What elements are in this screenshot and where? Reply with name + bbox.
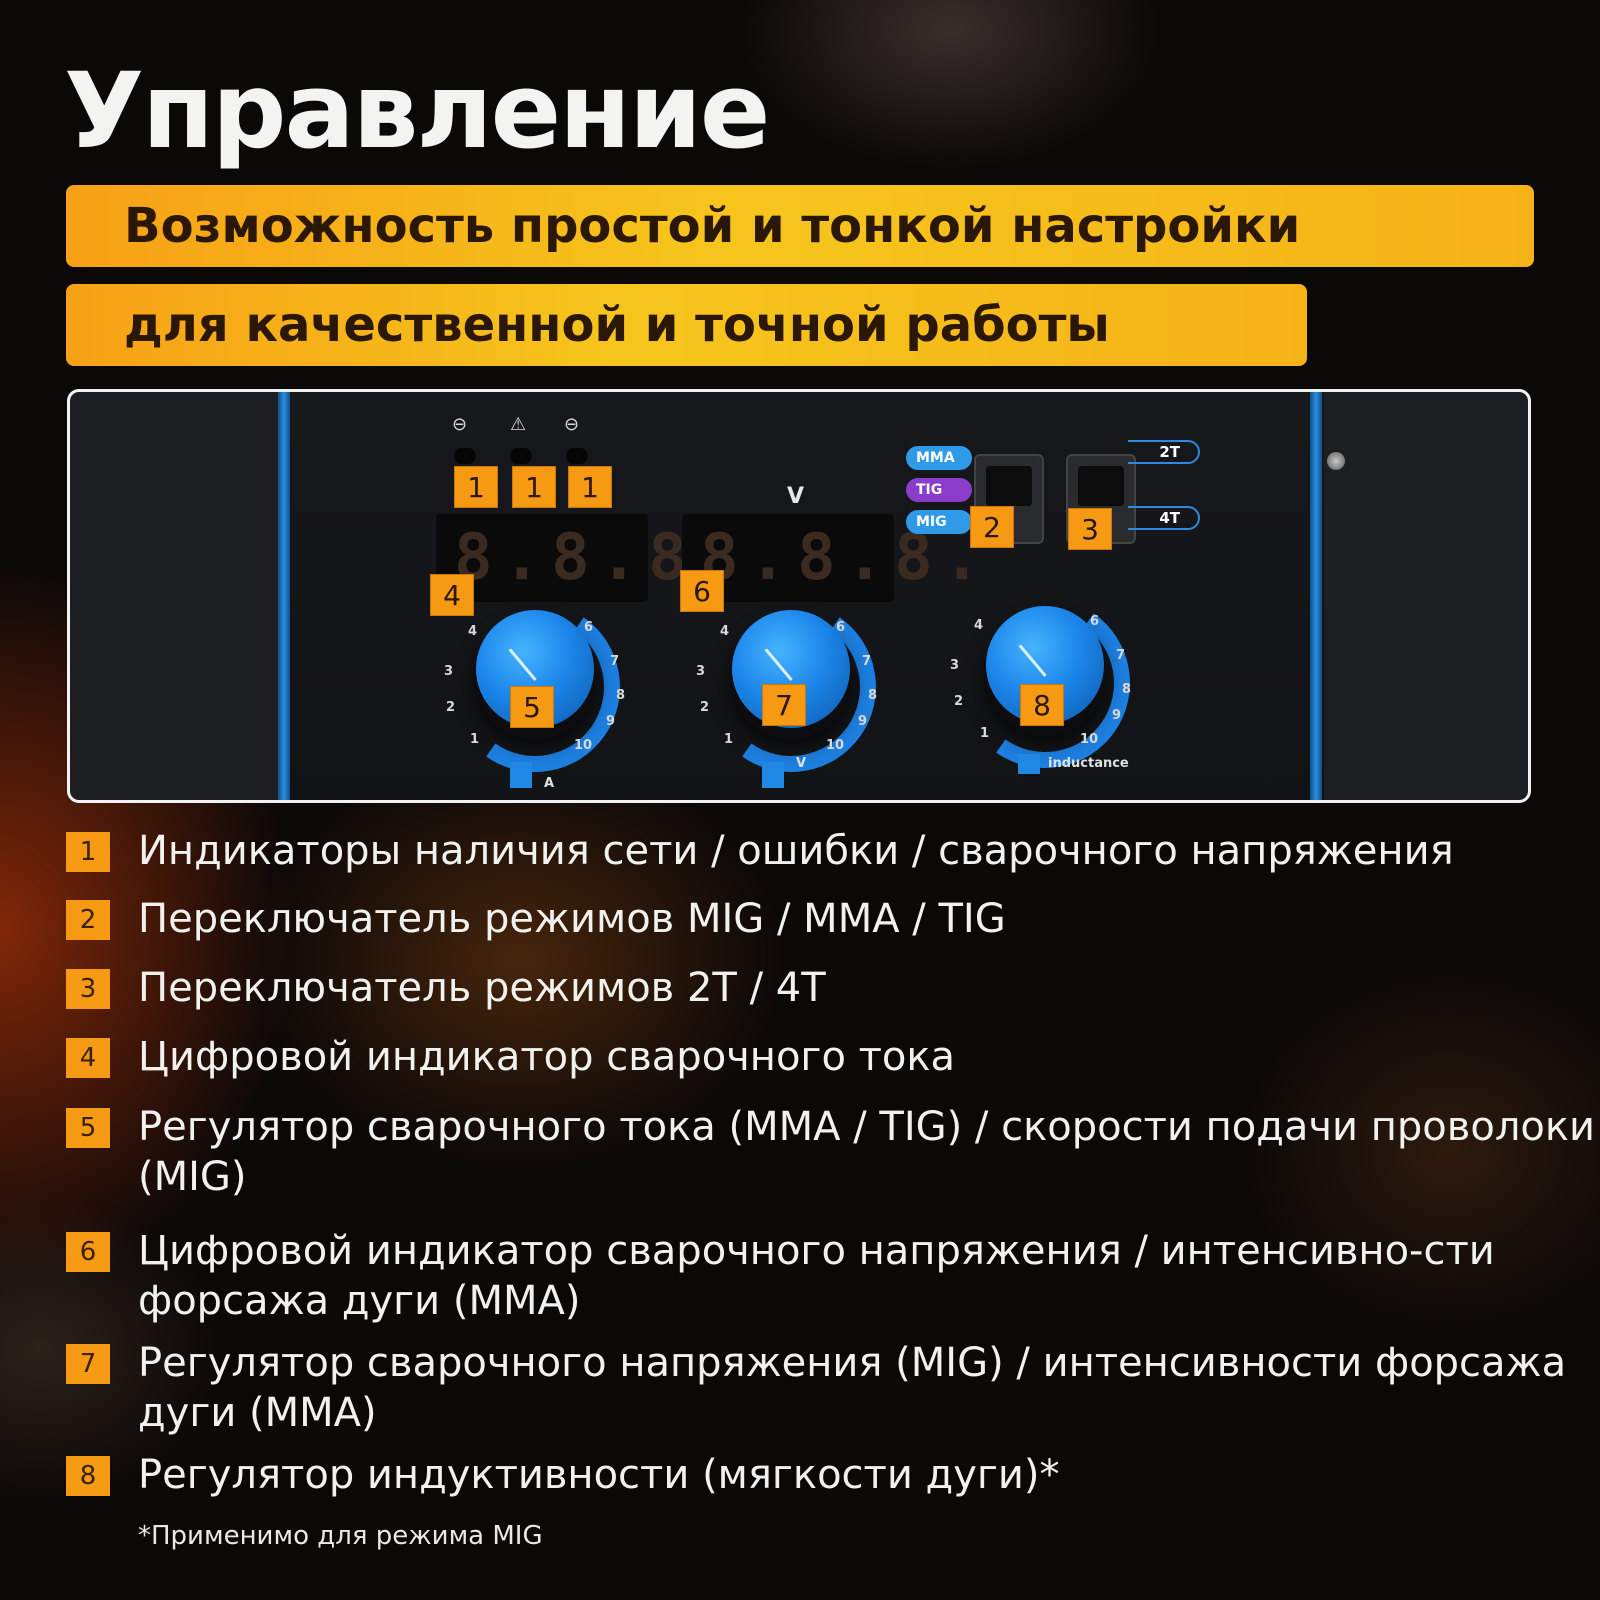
list-item-number: 2 (66, 900, 110, 940)
voltage-indicator-icon: ⊖ (564, 414, 580, 435)
inductance-label: inductance (1048, 756, 1129, 771)
marker-1: 1 (512, 466, 556, 508)
marker-7: 7 (762, 684, 806, 726)
mains-indicator-icon: ⊖ (452, 414, 468, 435)
marker-3: 3 (1068, 508, 1112, 550)
dial-tick: 6 (584, 620, 594, 635)
dial-tick: 6 (836, 620, 846, 635)
list-item-number: 1 (66, 832, 110, 872)
footnote: *Применимо для режима MIG (138, 1521, 543, 1551)
dial-tick: 1 (980, 726, 990, 741)
dial-tick: 1 (470, 732, 480, 747)
dial-tick: 4 (974, 618, 984, 633)
list-item-number: 6 (66, 1232, 110, 1272)
dial-tick: 9 (606, 714, 616, 729)
inductance-knob-marker (1018, 754, 1040, 774)
marker-1: 1 (568, 466, 612, 508)
dial-tick: 1 (724, 732, 734, 747)
list-item-text: Регулятор сварочного напряжения (MIG) / … (138, 1340, 1567, 1436)
dial-tick: 2 (700, 700, 710, 715)
subtitle-banner-line1: Возможность простой и тонкой настройки (66, 185, 1534, 267)
dial-tick: 4 (720, 624, 730, 639)
control-panel-photo: ⊖ ⚠ ⊖ 8.8.8. V 8.8.8. MMA TIG MIG 2T 4T … (67, 389, 1531, 803)
list-item-number: 8 (66, 1456, 110, 1496)
mode-label-tig: TIG (906, 478, 972, 502)
mode-label-mma: MMA (906, 446, 972, 470)
list-item-number: 5 (66, 1108, 110, 1148)
marker-2: 2 (970, 506, 1014, 548)
list-item-text: Индикаторы наличия сети / ошибки / сваро… (138, 828, 1454, 874)
marker-6: 6 (680, 570, 724, 612)
panel-right-rail (1310, 392, 1322, 800)
dial-tick: 8 (1122, 682, 1132, 697)
mains-led (454, 448, 476, 464)
dial-tick: 7 (1116, 648, 1126, 663)
current-unit-label: A (544, 776, 555, 791)
list-item-text: Переключатель режимов 2T / 4T (138, 965, 826, 1011)
list-item-text: Регулятор индуктивности (мягкости дуги)* (138, 1452, 1060, 1498)
dial-tick: 3 (444, 664, 454, 679)
dial-tick: 10 (1080, 732, 1099, 747)
dial-tick: 9 (858, 714, 868, 729)
subtitle-banner-line2: для качественной и точной работы (66, 284, 1307, 366)
dial-tick: 3 (696, 664, 706, 679)
dial-tick: 6 (1090, 614, 1100, 629)
list-item-text: Цифровой индикатор сварочного напряжения… (138, 1228, 1495, 1324)
voltage-knob-marker (762, 762, 784, 788)
dial-tick: 4 (468, 624, 478, 639)
marker-8: 8 (1020, 684, 1064, 726)
dial-tick: 7 (862, 654, 872, 669)
panel-left-rail (278, 392, 290, 800)
current-knob-marker (510, 762, 532, 788)
list-item-number: 3 (66, 969, 110, 1009)
voltage-unit-label: V (796, 756, 807, 771)
dial-tick: 10 (826, 738, 845, 753)
mode-label-mig: MIG (906, 510, 972, 534)
list-item-text: Переключатель режимов MIG / MMA / TIG (138, 896, 1006, 942)
dial-tick: 8 (616, 688, 626, 703)
error-indicator-icon: ⚠ (510, 414, 527, 435)
dial-tick: 3 (950, 658, 960, 673)
voltage-display-label: V (787, 484, 805, 509)
list-item-number: 4 (66, 1038, 110, 1078)
dial-tick: 7 (610, 654, 620, 669)
dial-tick: 10 (574, 738, 593, 753)
marker-5: 5 (510, 686, 554, 728)
voltage-led (566, 448, 588, 464)
trigger-label-4t: 4T (1128, 506, 1200, 530)
panel-bolt (1327, 452, 1345, 470)
dial-tick: 8 (868, 688, 878, 703)
error-led (510, 448, 532, 464)
dial-tick: 2 (954, 694, 964, 709)
list-item-text: Регулятор сварочного тока (MMA / TIG) / … (138, 1104, 1596, 1200)
marker-1: 1 (454, 466, 498, 508)
dial-tick: 9 (1112, 708, 1122, 723)
marker-4: 4 (430, 574, 474, 616)
trigger-label-2t: 2T (1128, 440, 1200, 464)
dial-tick: 2 (446, 700, 456, 715)
page-title: Управление (64, 50, 770, 172)
list-item-number: 7 (66, 1344, 110, 1384)
list-item-text: Цифровой индикатор сварочного тока (138, 1034, 956, 1080)
